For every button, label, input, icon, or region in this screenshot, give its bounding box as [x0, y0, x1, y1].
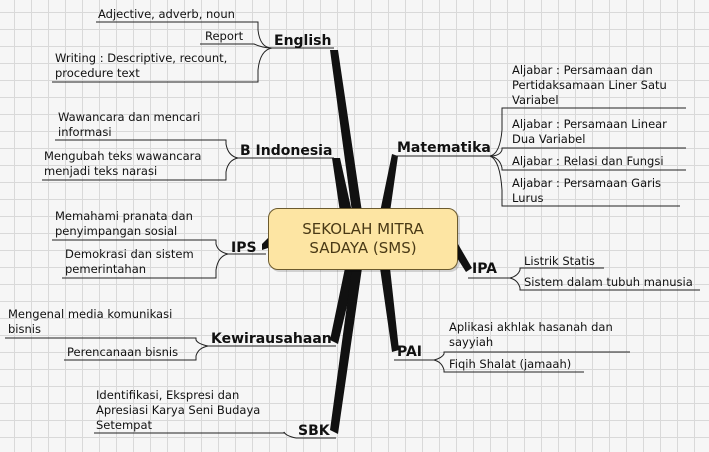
main-branches	[262, 50, 472, 434]
leaf-pai-2[interactable]: Fiqih Shalat (jamaah)	[449, 357, 572, 371]
branch-bindonesia	[332, 158, 352, 212]
branch-matematika	[380, 154, 398, 212]
leaf-sbk-1[interactable]: Identifikasi, Ekspresi dan Apresiasi Kar…	[96, 388, 261, 432]
leaf-kewirausahaan-2[interactable]: Perencanaan bisnis	[67, 345, 179, 359]
leaf-english-3[interactable]: Writing : Descriptive, recount, procedur…	[55, 51, 228, 80]
leaf-matematika-1[interactable]: Aljabar : Persamaan dan Pertidaksamaan L…	[512, 63, 667, 107]
leaf-bindonesia-2[interactable]: Mengubah teks wawancara menjadi teks nar…	[44, 149, 202, 178]
leaf-ipa-2[interactable]: Sistem dalam tubuh manusia	[524, 275, 693, 289]
topic-english[interactable]: English	[274, 33, 332, 49]
leaf-ipa-1[interactable]: Listrik Statis	[524, 254, 595, 268]
leaf-matematika-4[interactable]: Aljabar : Persamaan Garis Lurus	[512, 176, 662, 205]
topic-pai[interactable]: PAI	[397, 344, 423, 360]
leaf-bindonesia-1[interactable]: Wawancara dan mencari informasi	[58, 110, 201, 139]
topic-sbk[interactable]: SBK	[298, 423, 330, 439]
leaf-ips-2[interactable]: Demokrasi dan sistem pemerintahan	[65, 247, 194, 276]
branch-pai	[380, 268, 399, 352]
topic-ips[interactable]: IPS	[231, 240, 257, 256]
leaf-english-1[interactable]: Adjective, adverb, noun	[98, 7, 235, 21]
topic-bindonesia[interactable]: B Indonesia	[240, 143, 333, 159]
branch-sbk	[330, 268, 362, 434]
leaf-kewirausahaan-1[interactable]: Mengenal media komunikasi bisnis	[8, 307, 173, 336]
topic-matematika[interactable]: Matematika	[397, 140, 491, 156]
central-topic[interactable]: SEKOLAH MITRA SADAYA (SMS)	[268, 208, 458, 270]
topic-kewirausahaan[interactable]: Kewirausahaan	[211, 331, 332, 347]
leaf-english-2[interactable]: Report	[205, 29, 244, 43]
leaf-connectors	[5, 21, 700, 439]
branch-english	[330, 50, 362, 212]
leaf-matematika-2[interactable]: Aljabar : Persamaan Linear Dua Variabel	[512, 117, 667, 146]
leaf-matematika-3[interactable]: Aljabar : Relasi dan Fungsi	[512, 154, 664, 168]
topic-ipa[interactable]: IPA	[472, 261, 498, 277]
leaf-ips-1[interactable]: Memahami pranata dan penyimpangan sosial	[55, 209, 193, 238]
leaf-pai-1[interactable]: Aplikasi akhlak hasanah dan sayyiah	[449, 320, 613, 349]
